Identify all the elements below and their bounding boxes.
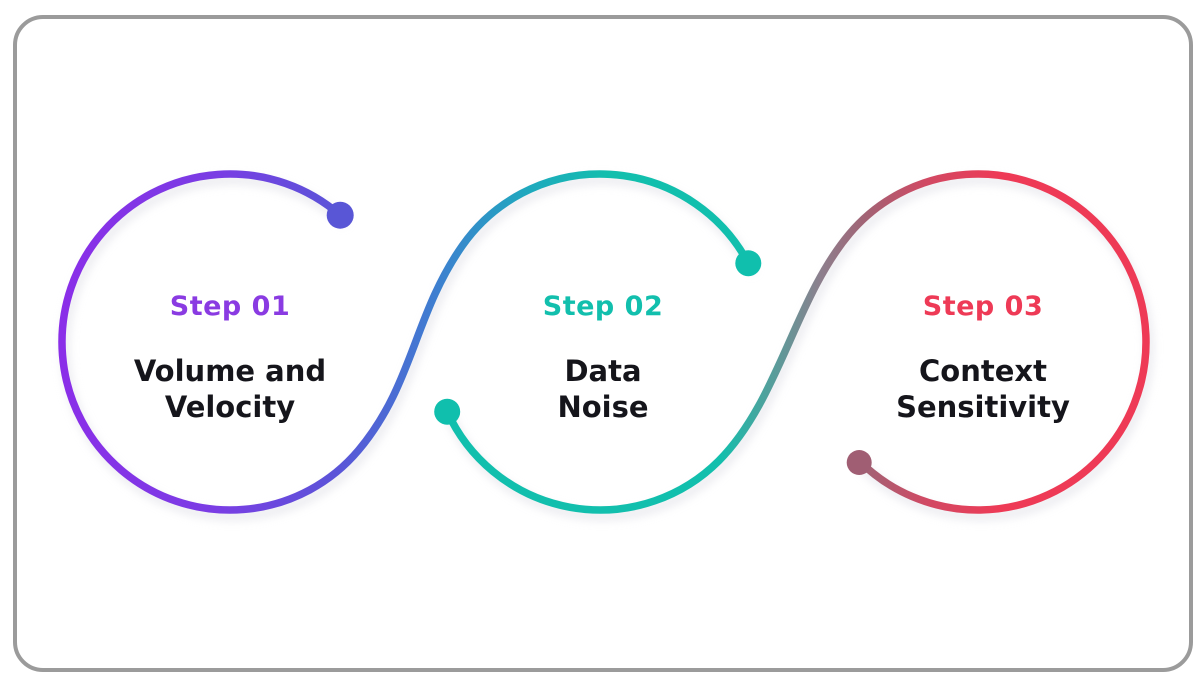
step-2-title: Data Noise — [453, 353, 753, 425]
step-3-endpoint-dot — [846, 450, 872, 475]
step-1-label: Step 01 — [169, 291, 291, 322]
step-1-title-line-2: Velocity — [164, 390, 296, 424]
step-3-label: Step 03 — [922, 291, 1044, 322]
step-2-label: Step 02 — [542, 291, 664, 322]
step-2-start-dot — [434, 398, 461, 425]
step-2-title-line-2: Noise — [557, 390, 649, 424]
step-2-end-dot — [735, 250, 762, 277]
step-3-block: Step 03 Context Sensitivity — [833, 292, 1133, 425]
step-1-title-line-1: Volume and — [133, 354, 327, 388]
step-1-block: Step 01 Volume and Velocity — [80, 292, 380, 425]
step-1-to-2-ribbon — [58, 170, 753, 514]
ribbon-shadows — [60, 175, 1154, 521]
step-3-title-line-1: Context — [919, 354, 1047, 388]
step-2-title-line-1: Data — [564, 354, 642, 388]
step-3-title: Context Sensitivity — [833, 353, 1133, 425]
step-3-title-line-2: Sensitivity — [896, 390, 1070, 424]
diagram-rounded-border — [13, 15, 1193, 672]
step-2-to-3-ribbon — [443, 170, 1150, 514]
step-1-endpoint-dot — [326, 201, 354, 229]
step-1-title: Volume and Velocity — [80, 353, 380, 425]
step-2-block: Step 02 Data Noise — [453, 292, 753, 425]
